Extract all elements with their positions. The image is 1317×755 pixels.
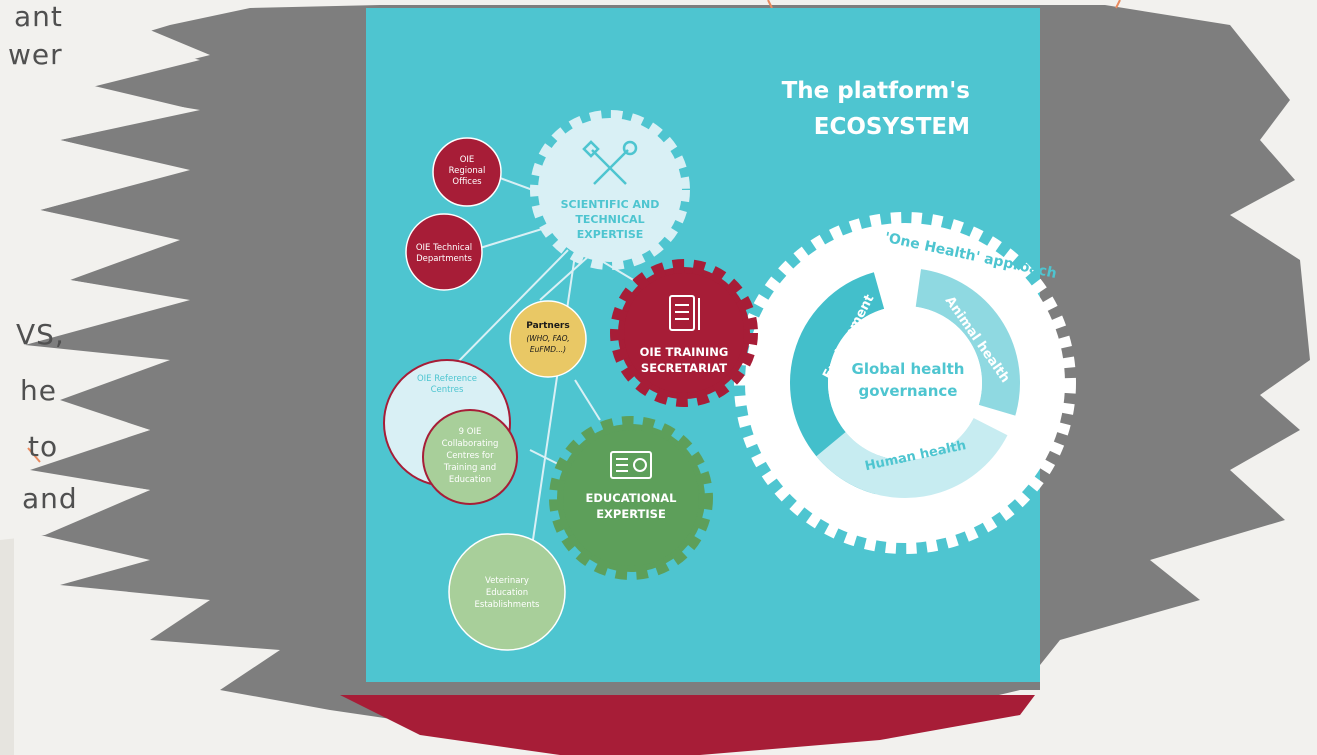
regional-offices-label: Offices — [452, 177, 482, 187]
educational-label-line2: EXPERTISE — [596, 507, 666, 521]
scientific-label-line1: SCIENTIFIC AND — [561, 198, 660, 211]
collaborating-label: Training and — [443, 463, 496, 473]
collaborating-label: Education — [449, 475, 491, 485]
side-text-line: and — [22, 482, 78, 515]
training-label-line2: SECRETARIAT — [641, 361, 727, 375]
partners-title: Partners — [526, 321, 569, 331]
partners-circle — [509, 300, 587, 378]
tools-icon — [582, 140, 638, 185]
diagram-title-line2: ECOSYSTEM — [814, 114, 970, 140]
vet-establishments-label: Education — [486, 588, 528, 598]
orange-accent-line — [27, 447, 41, 463]
side-text-line: wer — [8, 38, 63, 71]
document-chart-icon — [610, 451, 652, 479]
regional-offices-circle — [432, 137, 502, 207]
vet-establishments-label: Veterinary — [485, 576, 529, 586]
collaborating-label: Centres for — [446, 451, 494, 461]
scientific-gear — [530, 110, 690, 270]
orange-accent-line — [767, 0, 773, 9]
technical-departments-circle — [405, 213, 483, 291]
panel-shadow — [366, 682, 1040, 690]
regional-offices-label: OIE — [460, 155, 475, 165]
collaborating-label: 9 OIE — [459, 427, 482, 437]
educational-label-line1: EDUCATIONAL — [586, 491, 678, 505]
regional-offices-label: Regional — [449, 166, 486, 176]
technical-departments-label: OIE Technical — [416, 243, 472, 253]
side-text-line: to — [28, 430, 59, 463]
center-label-line1: Global health — [852, 360, 965, 378]
technical-departments-label: Departments — [416, 254, 472, 264]
scientific-label-line3: EXPERTISE — [577, 228, 644, 241]
scientific-label-line2: TECHNICAL — [575, 213, 644, 226]
side-text-line: ant — [14, 0, 63, 33]
reference-centres-label: Centres — [431, 385, 464, 395]
orange-accent-line — [1115, 0, 1121, 9]
vet-establishments-circle — [448, 533, 566, 651]
side-text-line: he — [20, 374, 57, 407]
red-band — [340, 695, 1035, 755]
vet-establishments-label: Establishments — [475, 600, 541, 610]
diagram-title-line1: The platform's — [782, 78, 970, 104]
training-secretariat-gear — [610, 259, 758, 407]
training-label-line1: OIE TRAINING — [640, 345, 729, 359]
collaborating-centres-circle — [422, 409, 518, 505]
reference-centres-label: OIE Reference — [417, 374, 477, 384]
notebook-icon — [669, 295, 700, 331]
partners-sub: EuFMD...) — [530, 345, 566, 354]
left-white-area — [0, 0, 210, 540]
collaborating-label: Collaborating — [442, 439, 499, 449]
side-text-line: VS, — [16, 318, 65, 351]
educational-gear — [549, 416, 713, 580]
center-label-line2: governance — [859, 382, 958, 400]
global-health-gear — [734, 212, 1076, 554]
partners-sub: (WHO, FAO, — [526, 334, 569, 343]
